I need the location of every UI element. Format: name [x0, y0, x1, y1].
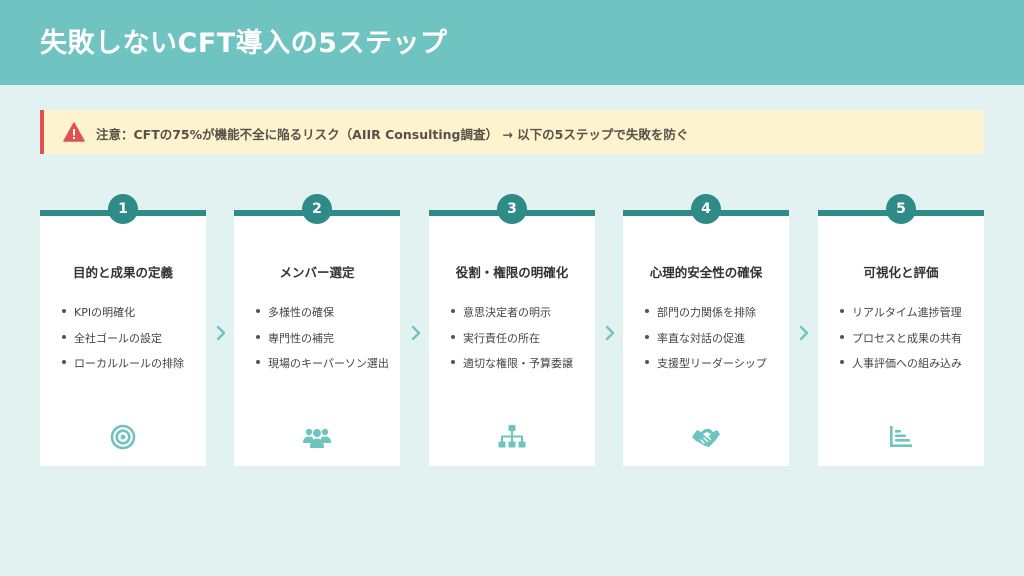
page-title: 失敗しないCFT導入の5ステップ	[40, 28, 448, 59]
chevron-right-icon	[799, 325, 809, 341]
target-icon	[110, 424, 136, 450]
list-item: 全社ゴールの設定	[62, 330, 184, 356]
list-item: 現場のキーパーソン選出	[256, 355, 389, 381]
list-item: 支援型リーダーシップ	[645, 355, 767, 381]
step-item-list: 部門の力関係を排除 率直な対話の促進 支援型リーダーシップ	[645, 304, 767, 381]
step-number-badge: 2	[302, 194, 332, 224]
users-icon	[303, 428, 331, 448]
header-bar: 失敗しないCFT導入の5ステップ	[0, 0, 1024, 85]
list-item: ローカルルールの排除	[62, 355, 184, 381]
list-item: 多様性の確保	[256, 304, 389, 330]
list-item: 人事評価への組み込み	[840, 355, 962, 381]
step-number-badge: 5	[886, 194, 916, 224]
warning-text: 注意：CFTの75%が機能不全に陥るリスク（AIIR Consulting調査）…	[96, 127, 689, 142]
step-number-badge: 4	[691, 194, 721, 224]
chevron-right-icon	[411, 325, 421, 341]
handshake-icon	[692, 429, 720, 447]
bar-chart-icon	[890, 426, 912, 447]
step-item-list: 多様性の確保 専門性の補完 現場のキーパーソン選出	[256, 304, 389, 381]
list-item: 部門の力関係を排除	[645, 304, 767, 330]
step-card-4: 4 心理的安全性の確保 部門の力関係を排除 率直な対話の促進 支援型リーダーシッ…	[623, 194, 789, 466]
chevron-right-icon	[216, 325, 226, 341]
org-chart-icon	[498, 425, 526, 448]
list-item: KPIの明確化	[62, 304, 184, 330]
step-title: 役割・権限の明確化	[455, 265, 569, 280]
step-number-badge: 3	[497, 194, 527, 224]
step-item-list: KPIの明確化 全社ゴールの設定 ローカルルールの排除	[62, 304, 184, 381]
step-card-5: 5 可視化と評価 リアルタイム進捗管理 プロセスと成果の共有 人事評価への組み込…	[818, 194, 984, 466]
chevron-right-icon	[605, 325, 615, 341]
list-item: プロセスと成果の共有	[840, 330, 962, 356]
step-title: 可視化と評価	[863, 265, 939, 280]
list-item: 適切な権限・予算委譲	[451, 355, 573, 381]
list-item: 意思決定者の明示	[451, 304, 573, 330]
list-item: 率直な対話の促進	[645, 330, 767, 356]
step-item-list: 意思決定者の明示 実行責任の所在 適切な権限・予算委譲	[451, 304, 573, 381]
step-card-3: 3 役割・権限の明確化 意思決定者の明示 実行責任の所在 適切な権限・予算委譲	[429, 194, 595, 466]
step-title: 目的と成果の定義	[72, 265, 173, 280]
step-title: 心理的安全性の確保	[649, 265, 763, 280]
warning-triangle-icon	[63, 122, 85, 142]
list-item: 専門性の補完	[256, 330, 389, 356]
step-card-1: 1 目的と成果の定義 KPIの明確化 全社ゴールの設定 ローカルルールの排除	[40, 194, 206, 466]
list-item: リアルタイム進捗管理	[840, 304, 962, 330]
step-item-list: リアルタイム進捗管理 プロセスと成果の共有 人事評価への組み込み	[840, 304, 962, 381]
step-number-badge: 1	[108, 194, 138, 224]
step-title: メンバー選定	[279, 265, 355, 280]
warning-banner: 注意：CFTの75%が機能不全に陥るリスク（AIIR Consulting調査）…	[40, 110, 984, 154]
list-item: 実行責任の所在	[451, 330, 573, 356]
step-card-2: 2 メンバー選定 多様性の確保 専門性の補完 現場のキーパーソン選出	[234, 194, 400, 466]
